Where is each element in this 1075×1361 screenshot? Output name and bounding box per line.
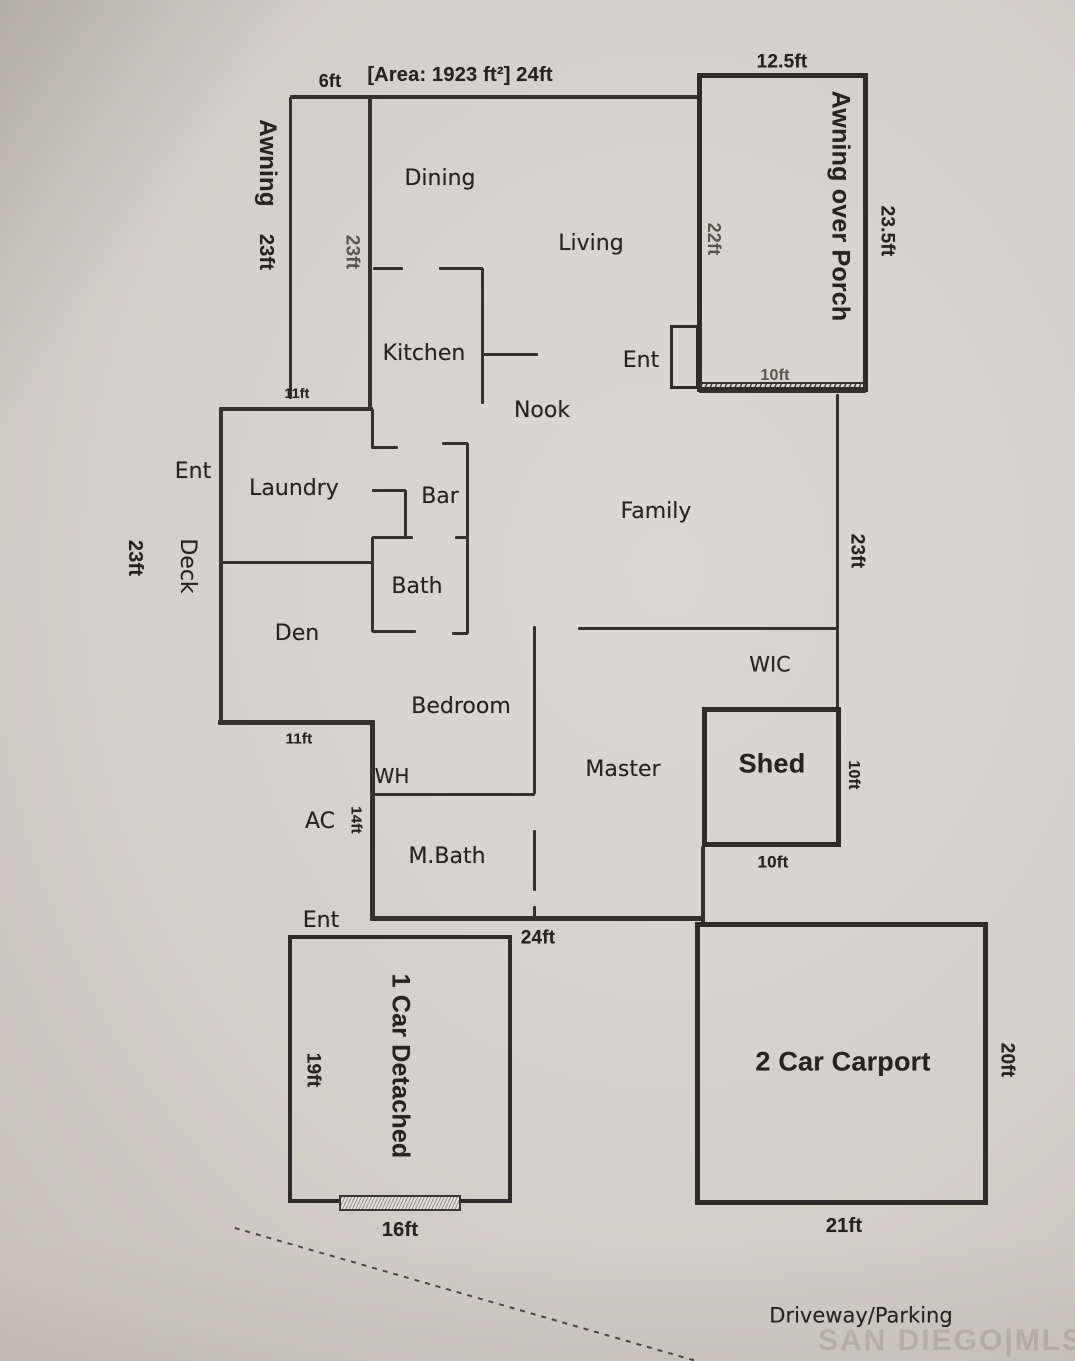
mbath-left-wall [369,722,375,919]
dim-11ft-bottom: 11ft [285,730,313,748]
dim-porch-10ft: 10ft [760,367,790,384]
mls-watermark: SAN DIEGO|MLS [817,1324,1075,1357]
label-driveway: Driveway/Parking [769,1303,953,1328]
label-garage: 1 Car Detached [386,973,415,1159]
master-door-wall [532,830,536,891]
label-nook: Nook [513,398,571,423]
label-bar: Bar [421,484,459,509]
label-ac: AC [304,809,336,834]
deck-left-wall [219,409,223,723]
label-ent-deck: Ent [174,459,212,484]
bar-counter-bottom [372,535,413,539]
dim-19ft: 19ft [302,1052,324,1088]
label-carport: 2 Car Carport [755,1046,931,1077]
bedroom-bottom-wall [218,719,375,725]
bath-top-tick [442,441,468,445]
awning-left-edge [288,97,292,399]
label-ent-garage: Ent [302,908,340,933]
laundry-kitchen-tick [372,445,398,449]
dim-12-5ft: 12.5ft [756,51,808,73]
label-mbath: M.Bath [408,844,486,869]
laundry-kitchen-jog [370,409,374,449]
label-awning: Awning [254,119,281,207]
nook-master-wall [532,626,536,794]
bath-right-wall [465,443,469,634]
label-bath: Bath [391,574,443,599]
wh-divider [372,792,535,796]
carport-outline [695,922,988,1205]
dim-6ft: 6ft [318,71,342,91]
kitchen-divider-right [439,266,483,270]
label-wic: WIC [749,652,791,677]
dim-family-23ft: 23ft [846,533,868,569]
house-left-upper-wall [368,97,372,410]
shed-carport-wall [701,846,705,924]
porch-bottom-hatch [699,382,866,393]
master-wall-tick [532,906,536,918]
label-wh: WH [374,764,410,788]
dim-shed-10ft-bottom: 10ft [757,852,789,872]
dim-porch-22ft: 22ft [704,222,724,256]
deck-top-wall [219,407,373,411]
label-ent-living: Ent [622,348,660,373]
dim-14ft: 14ft [347,806,365,834]
label-dining: Dining [404,166,476,191]
laundry-den-divider [221,560,373,564]
kitchen-wall [480,268,484,404]
dim-21ft: 21ft [825,1215,863,1237]
dim-shed-10ft-right: 10ft [845,760,862,790]
bar-counter-side [403,490,407,539]
label-kitchen: Kitchen [382,341,466,366]
dim-20ft: 20ft [996,1042,1018,1078]
dim-16ft: 16ft [381,1219,419,1241]
garage-door-marker [339,1195,461,1211]
dim-deck-23ft: 23ft [124,539,146,577]
kitchen-divider-left [373,266,403,270]
dim-23-5ft: 23.5ft [876,205,898,257]
property-line [234,1227,700,1361]
bath-left-wall [370,537,374,632]
bath-bottom-right-tick [452,631,468,635]
label-bedroom: Bedroom [411,694,511,719]
label-awning-over-porch: Awning over Porch [826,90,855,322]
label-family: Family [620,499,692,524]
family-bottom-wall [578,626,838,630]
dim-24ft-bottom: 24ft [520,927,556,949]
bar-counter-top [372,488,406,492]
dim-dining-23ft: 23ft [341,234,363,270]
dim-11ft-top: 11ft [284,385,310,401]
house-top-wall [290,95,699,99]
bath-bottom-wall [372,629,416,633]
dim-awning-23ft: 23ft [255,233,277,271]
shed-outline [702,707,841,847]
family-right-wall [835,394,839,710]
label-deck: Deck [175,538,200,594]
label-den: Den [274,621,320,646]
house-bottom-wall [370,915,705,921]
ent-box [670,325,699,389]
kitchen-nook-counter [483,352,538,356]
label-living: Living [558,231,624,256]
bath-mid-tick [455,535,468,539]
area-note: [Area: 1923 ft²] 24ft [367,64,553,86]
label-laundry: Laundry [249,476,339,501]
label-master: Master [585,757,661,782]
label-shed: Shed [738,748,806,779]
